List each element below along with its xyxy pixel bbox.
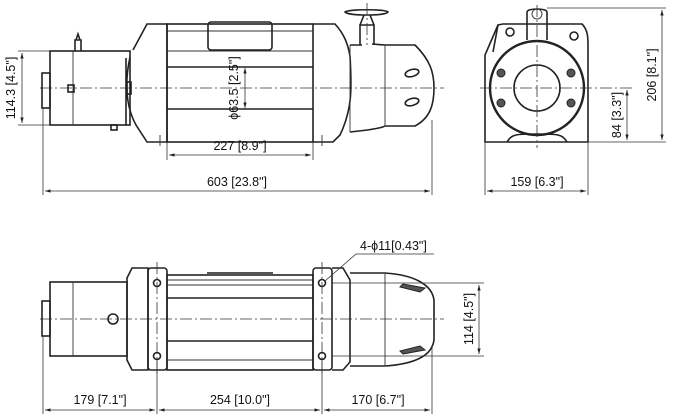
terminal-post [110,124,118,131]
drum-length-label: 227 [8.9"] [213,139,266,153]
gear-end-housing [313,23,352,143]
drum [166,23,314,143]
motor-bolt [107,313,119,325]
overall-length-label: 603 [23.8"] [207,175,267,189]
drum [166,274,314,371]
motor-bolt [67,84,75,93]
motor-end-housing [125,23,168,143]
vent-slot [404,97,420,107]
width-label: 159 [6.3"] [510,175,563,189]
tie-bar [207,272,273,276]
vent-slot [399,283,427,293]
drum-diameter-label: ϕ63.5 [2.5"] [227,56,241,120]
hole-to-end-label: 170 [6.7"] [351,393,404,407]
leader-line [324,253,434,282]
side-housing [484,23,589,143]
overall-height-label: 206 [8.1"] [645,48,659,101]
vent-slot [399,345,427,355]
gearbox [350,272,435,367]
hole-spacing-length-label: 254 [10.0"] [210,393,270,407]
motor [49,50,131,126]
tie-bar-cover [207,21,273,51]
gear-end-housing [332,267,351,371]
mount-hole-icons [152,278,327,361]
top-view: 114.3 [4.5"] ϕ63.5 [2.5"] 227 [8.9"] 603… [4,3,444,195]
side-view: 206 [8.1"] 84 [3.3"] 159 [6.3"] [480,5,666,195]
bolt-icons [496,27,579,108]
mount-holes-label: 4-ϕ11[0.43"] [360,239,427,253]
mount-plate [312,267,333,371]
motor-height-label: 114.3 [4.5"] [4,57,18,120]
terminal-post [74,31,82,51]
motor-end-cap [41,72,51,109]
clutch-handle [343,8,389,45]
motor-to-hole-label: 179 [7.1"] [73,393,126,407]
center-height-label: 84 [3.3"] [610,92,624,138]
mount-spacing-width-label: 114 [4.5"] [462,293,476,345]
vent-slot [404,68,420,78]
bottom-view: 4-ϕ11[0.43"] 114 [4.5"] 179 [7.1"] 254 [… [40,239,484,414]
